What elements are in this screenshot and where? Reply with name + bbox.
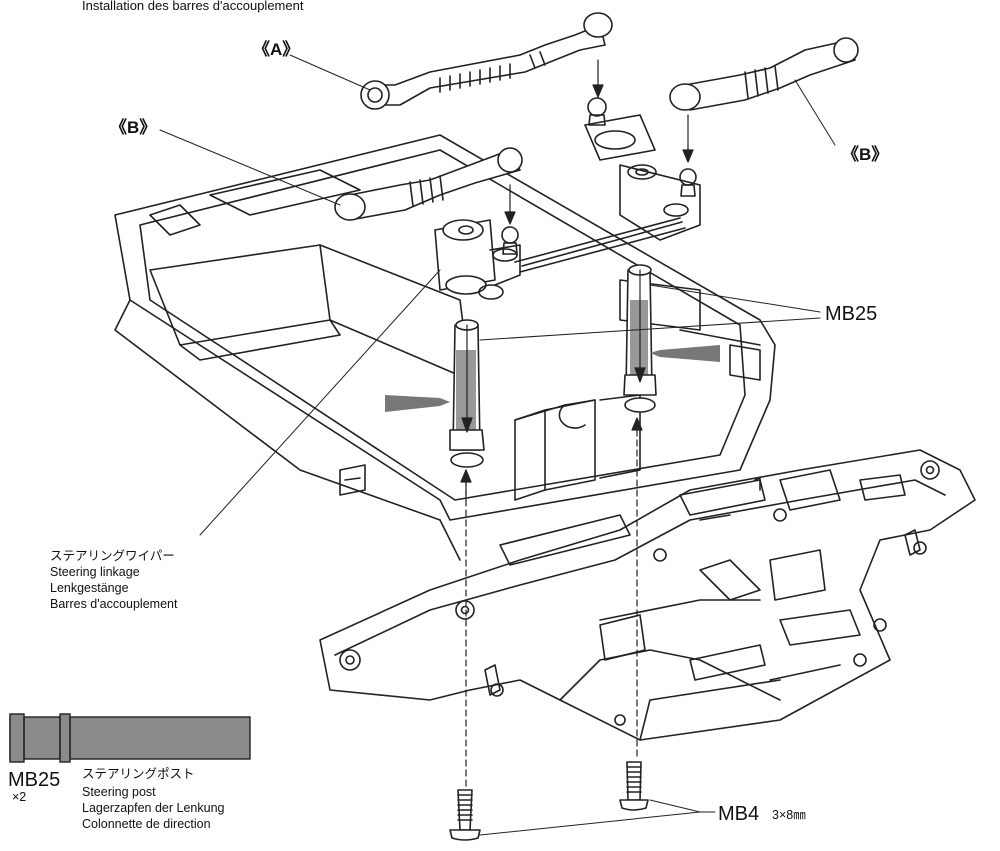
steering-post-de: Lagerzapfen der Lenkung [82,801,225,815]
mb25-label: MB25 [825,303,878,325]
steering-post-en: Steering post [82,785,156,799]
callout-b-right: 《B》 [842,145,889,164]
steering-posts [449,264,657,468]
turnbuckle-rods [334,12,859,221]
callout-b-left: 《B》 [110,118,157,137]
mb4-screws [449,761,649,841]
suspension-arm-assembly [319,449,976,741]
center-blocks [514,394,641,501]
steering-linkage [434,97,701,300]
steering-linkage-fr: Barres d'accouplement [50,597,178,611]
pointer-lines [159,54,836,836]
steering-post-ja: ステアリングポスト [82,767,195,781]
mb4-label: MB4 [718,803,760,825]
mb25-post-illustration [9,713,251,763]
callout-a: 《A》 [253,40,300,59]
grease-arrows [385,345,720,412]
mb25-legend-code: MB25 [8,769,61,791]
page-header: Installation des barres d'accouplement [82,0,304,13]
mb4-size: 3×8㎜ [772,808,806,822]
steering-linkage-de: Lenkgestänge [50,581,129,595]
mb25-legend-qty: ×2 [12,790,27,804]
steering-linkage-ja: ステアリングワイパー [50,549,175,563]
steering-post-fr: Colonnette de direction [82,817,211,831]
assembly-guides [460,59,694,791]
steering-linkage-en: Steering linkage [50,565,140,579]
